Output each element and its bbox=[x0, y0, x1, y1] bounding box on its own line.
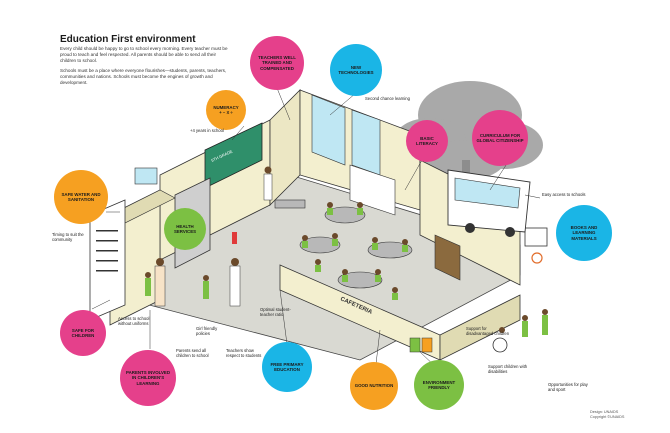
bubble-primary: Free primary education bbox=[262, 342, 312, 392]
cafeteria-wall-side bbox=[439, 294, 521, 361]
bubble-parents: Parents involved in children's learning bbox=[120, 350, 176, 406]
bubble-numeracy-label: Numeracy bbox=[213, 104, 239, 110]
bubble-citizenship: Curriculum for global citizenship bbox=[472, 110, 528, 166]
bubble-parents-label: Parents involved in children's learning bbox=[126, 370, 170, 386]
note-disadvantaged: Support for disadvantaged children bbox=[466, 326, 510, 337]
recycle-bin-green bbox=[409, 337, 421, 353]
bubble-books: Books and learning materials bbox=[556, 205, 612, 261]
fire-extinguisher bbox=[232, 232, 237, 244]
outdoor-people bbox=[145, 166, 548, 353]
note-girl-friendly: Girl friendly policies bbox=[196, 326, 218, 337]
note-disabilities: Support children with disabilities bbox=[488, 364, 528, 375]
mirror bbox=[134, 167, 158, 185]
note-four-years: +4 years in school bbox=[190, 128, 224, 133]
bubble-nutrition: Good nutrition bbox=[350, 362, 398, 410]
note-respect: Teachers show respect to students bbox=[226, 348, 262, 359]
bubble-water: Safe water and sanitation bbox=[54, 170, 108, 224]
bubble-numeracy-symbols: + − x ÷ bbox=[219, 110, 233, 115]
note-parents-send: Parents send all children to school bbox=[176, 348, 209, 359]
credit-line-1: Design: UNAIDS bbox=[590, 410, 619, 414]
bubble-technologies-label: New technologies bbox=[338, 64, 374, 75]
bubble-safe-label: Safe for children bbox=[71, 327, 95, 338]
bubble-environment: Environment friendly bbox=[414, 360, 464, 410]
note-uniforms: Access to school without uniforms bbox=[118, 316, 150, 327]
note-ratio: Optimal student-teacher ratio bbox=[260, 307, 291, 318]
bubble-technologies: New technologies bbox=[330, 44, 382, 96]
note-easy-access: Easy access to schools bbox=[542, 192, 586, 197]
note-second-chance: Second chance learning bbox=[365, 96, 410, 101]
chalkboard bbox=[204, 122, 263, 189]
note-play: Opportunities for play and sport bbox=[548, 382, 588, 393]
page-title: Education First environment bbox=[60, 34, 196, 45]
window-glass-2 bbox=[351, 109, 381, 176]
bus bbox=[447, 169, 531, 237]
bubble-nutrition-label: Good nutrition bbox=[354, 383, 394, 389]
window-glass bbox=[311, 94, 346, 166]
basketball-hoop bbox=[531, 252, 543, 264]
bubble-water-label: Safe water and sanitation bbox=[61, 191, 101, 202]
recycle-bin-orange bbox=[421, 337, 433, 353]
note-timing: Timing to suit the community bbox=[52, 232, 84, 243]
bubble-safe: Safe for children bbox=[60, 310, 106, 356]
basketball-board bbox=[524, 227, 548, 247]
bubble-numeracy: Numeracy + − x ÷ bbox=[206, 90, 246, 130]
bubble-books-label: Books and learning materials bbox=[570, 225, 598, 241]
intro-paragraph-2: Schools must be a place where everyone f… bbox=[60, 68, 227, 85]
credit: Design: UNAIDS Copyright ©UNAIDS bbox=[590, 410, 624, 420]
bubble-literacy-label: Basic literacy bbox=[416, 135, 438, 146]
bubble-health: Health services bbox=[164, 208, 206, 250]
bubble-teachers: Teachers well trained and compensated bbox=[250, 36, 304, 90]
bookshelf bbox=[434, 234, 461, 281]
student-shirts bbox=[302, 208, 408, 300]
credit-line-2: Copyright ©UNAIDS bbox=[590, 415, 625, 419]
bubble-health-label: Health services bbox=[173, 223, 197, 234]
bubble-citizenship-label: Curriculum for global citizenship bbox=[476, 132, 524, 143]
bubble-primary-label: Free primary education bbox=[270, 361, 304, 372]
bubble-teachers-label: Teachers well trained and compensated bbox=[258, 55, 296, 71]
students bbox=[302, 202, 408, 293]
classroom-tables bbox=[274, 199, 413, 289]
intro-paragraph-1: Every child should be happy to go to sch… bbox=[60, 46, 228, 63]
bubble-literacy: Basic literacy bbox=[406, 120, 448, 162]
bubble-environment-label: Environment friendly bbox=[422, 379, 456, 390]
